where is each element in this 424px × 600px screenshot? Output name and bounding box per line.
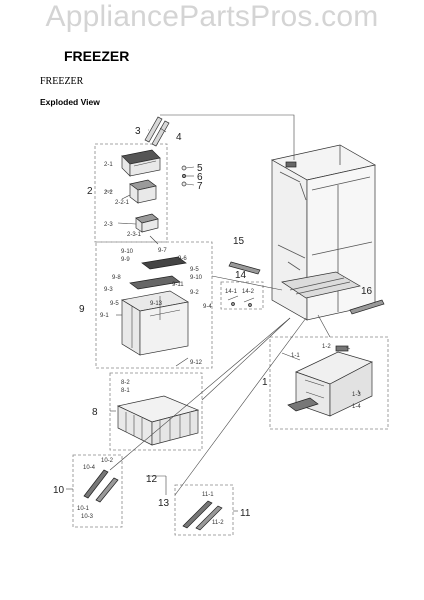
callout-10-1: 10-1 (77, 506, 90, 512)
callout-7: 7 (197, 181, 203, 192)
upper-drawer-part (121, 256, 189, 356)
callout-9-5b: 9-5 (110, 301, 119, 307)
callout-4: 4 (176, 132, 182, 143)
callout-10-2: 10-2 (101, 458, 114, 464)
callout-2: 2 (87, 186, 93, 197)
section-subtitle: FREEZER (40, 76, 84, 87)
page-title: FREEZER (64, 48, 130, 64)
callout-13: 13 (158, 498, 170, 509)
callout-9-8: 9-8 (112, 275, 121, 281)
callout-8-2: 8-2 (121, 380, 130, 386)
rail-part-16 (349, 299, 385, 315)
group-9-box (95, 241, 213, 369)
ice-bucket-part (129, 179, 157, 204)
callout-10-3: 10-3 (81, 514, 94, 520)
callout-9-1: 9-1 (100, 313, 109, 319)
callout-5: 5 (197, 163, 203, 174)
callout-2-2-1: 2-2-1 (115, 200, 130, 206)
callout-9-10b: 9-10 (190, 275, 203, 281)
cover-assembly-part (287, 345, 373, 417)
callout-1: 1 (262, 377, 268, 388)
callout-3: 3 (135, 126, 141, 137)
callout-9-6: 9-6 (178, 256, 187, 262)
callout-8-1: 8-1 (121, 388, 130, 394)
tube-parts (144, 116, 170, 147)
callout-8: 8 (92, 407, 98, 418)
callout-11-2: 11-2 (212, 520, 224, 526)
callout-11-1: 11-1 (202, 492, 214, 498)
leader-lines (109, 114, 331, 496)
callout-16: 16 (361, 286, 373, 297)
slide-rail-part (83, 469, 109, 499)
lower-basket-part (116, 395, 200, 446)
callout-9-13: 9-13 (150, 301, 163, 307)
callout-2-2: 2-2 (104, 190, 113, 196)
callout-14-2: 14-2 (242, 289, 255, 295)
watermark: AppliancePartsPros.com (45, 0, 379, 33)
callout-9-5: 9-5 (190, 267, 199, 273)
callout-9-12: 9-12 (190, 360, 203, 366)
callout-15: 15 (233, 236, 245, 247)
callout-9-2: 9-2 (190, 290, 199, 296)
callout-9-10: 9-10 (121, 249, 134, 255)
callout-2-3: 2-3 (104, 222, 113, 228)
group-14-box (220, 281, 264, 310)
callout-1-3: 1-3 (352, 392, 361, 398)
ice-maker-part (121, 149, 161, 177)
ice-tray-part (135, 213, 159, 233)
callout-1-2: 1-2 (322, 344, 331, 350)
callout-14-1: 14-1 (225, 289, 238, 295)
view-label: Exploded View (40, 97, 100, 107)
cabinet-body (271, 144, 376, 321)
group-10-box (72, 454, 123, 528)
slide-rail-part-11 (182, 500, 213, 529)
callout-9-9: 9-9 (121, 257, 130, 263)
callout-9: 9 (79, 304, 85, 315)
callout-6: 6 (197, 172, 203, 183)
callout-14: 14 (235, 270, 247, 281)
callout-1-1: 1-1 (291, 353, 300, 359)
callout-9-3: 9-3 (104, 287, 113, 293)
callout-1-4: 1-4 (352, 404, 361, 410)
screw-parts (181, 165, 195, 187)
callout-9-11: 9-11 (172, 282, 184, 288)
callout-2-3-1: 2-3-1 (127, 232, 142, 238)
callout-10: 10 (53, 485, 65, 496)
callout-2-1: 2-1 (104, 162, 113, 168)
callout-10-4: 10-4 (83, 465, 96, 471)
callout-9-4: 9-4 (203, 304, 212, 310)
callout-11: 11 (240, 508, 251, 519)
group-11-box (174, 484, 234, 536)
callout-12: 12 (146, 474, 158, 485)
callout-9-7: 9-7 (158, 248, 167, 254)
group-8-box (109, 372, 203, 451)
rail-part-15 (228, 261, 261, 275)
